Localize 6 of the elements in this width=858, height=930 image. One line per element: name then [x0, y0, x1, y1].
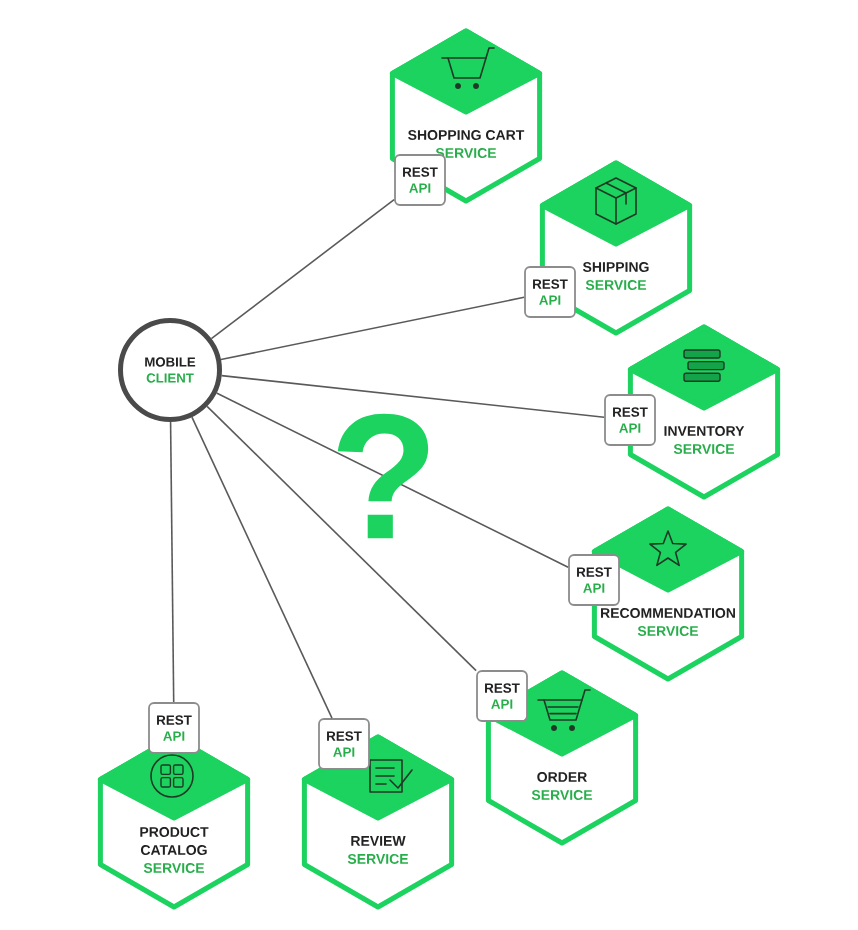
connector-line	[220, 374, 605, 418]
connector-line	[220, 296, 525, 361]
connector-line	[191, 416, 333, 719]
connector-line	[210, 198, 395, 340]
connector-line	[169, 421, 175, 703]
connector-line	[206, 405, 477, 672]
